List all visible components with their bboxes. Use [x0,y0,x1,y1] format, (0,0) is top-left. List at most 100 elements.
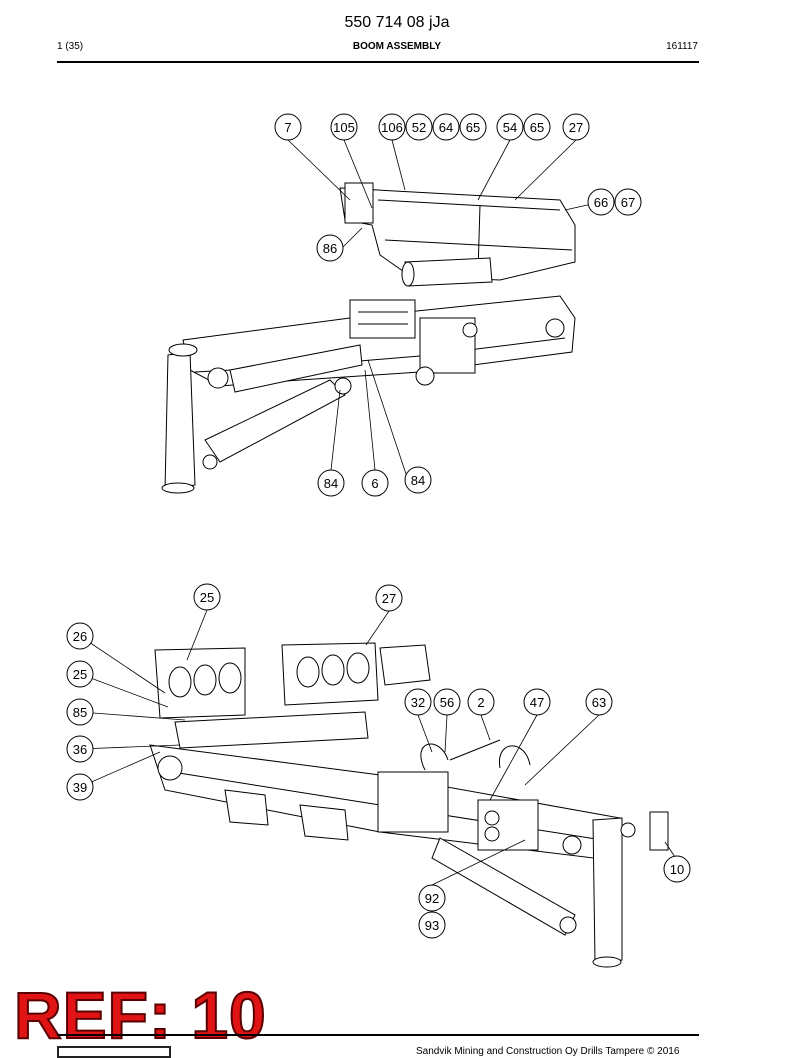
top-pivot-pin [415,366,435,386]
bottom-feed-holder [649,811,669,851]
callout-balloon [66,735,94,763]
bottom-center-bracket [377,771,449,833]
bottom-feed-pivot [620,822,636,838]
callout-label: 7 [284,120,291,135]
callout-balloon [404,466,432,494]
callout-label: 6 [371,476,378,491]
callout-label: 67 [621,195,635,210]
callout-balloon [418,911,446,939]
bottom-tilt-cylinder [174,711,369,749]
callout-balloon [459,113,487,141]
callout-label: 25 [73,667,87,682]
callout-label: 63 [592,695,606,710]
callout-balloon [66,773,94,801]
header-divider [57,61,699,63]
bottom-plate-hole-1 [168,666,192,698]
top-leg-head [168,343,198,357]
bottom-drop-bracket-left [224,789,269,826]
callout-label: 52 [412,120,426,135]
bottom-support-leg [592,817,623,963]
callout-label: 93 [425,918,439,933]
callout-balloon [361,469,389,497]
bottom-plate-hole-2 [193,664,217,696]
callout-label: 27 [382,591,396,606]
bottom-cylinder-foot [559,916,577,934]
callout-balloon [330,113,358,141]
top-tilt-cylinder [404,257,493,287]
callout-label: 10 [670,862,684,877]
bottom-plate-link [477,799,539,851]
leader-lines [79,139,678,886]
callout-balloon [193,583,221,611]
callout-balloon [587,188,615,216]
callout-label: 85 [73,705,87,720]
bottom-plate-hole-6 [346,652,370,684]
callout-label: 64 [439,120,453,135]
callout-balloon [66,660,94,688]
page-number: 1 (35) [57,41,84,52]
callout-balloon [418,884,446,912]
top-cylinder-end [401,261,415,287]
callout-balloon [585,688,613,716]
callout-balloon [432,113,460,141]
callout-labels: 7 105 106 52 64 65 54 65 27 66 67 86 84 … [73,120,684,933]
callout-label: 32 [411,695,425,710]
document-date: 161117 [666,41,698,52]
footer-divider [57,1034,699,1036]
callout-balloon [404,688,432,716]
bottom-plate-hole-3 [218,662,242,694]
callout-balloon [316,234,344,262]
callout-label: 36 [73,742,87,757]
callout-balloon [663,855,691,883]
callout-label: 26 [73,629,87,644]
bottom-plate-hole-5 [321,654,345,686]
callout-label: 54 [503,120,517,135]
top-valve-block [349,299,416,339]
bottom-lower-cylinder [431,837,576,936]
callout-label: 2 [477,695,484,710]
top-support-leg [164,351,196,491]
callout-label: 65 [466,120,480,135]
footer-copyright: Sandvik Mining and Construction Oy Drill… [416,1046,680,1057]
bottom-upper-plate-left [154,647,246,719]
callout-balloon [496,113,524,141]
callout-balloon [378,113,406,141]
bottom-leg-foot [592,956,622,968]
callout-balloon [562,113,590,141]
callout-balloon [317,469,345,497]
callout-label: 66 [594,195,608,210]
top-left-joint [207,367,229,389]
bottom-pin-1 [484,810,500,826]
bottom-left-joint [157,755,183,781]
top-valve-detail [358,311,408,325]
top-right-joint [545,318,565,338]
top-lower-cylinder [204,379,346,463]
page-title: BOOM ASSEMBLY [352,41,442,52]
callout-label: 65 [530,120,544,135]
top-pivot-pin-right [462,322,478,338]
bottom-drop-bracket-right [299,804,349,841]
callout-balloon [375,584,403,612]
callout-label: 84 [324,476,338,491]
top-upper-cylinder [229,344,363,393]
callout-balloon [66,622,94,650]
callout-label: 56 [440,695,454,710]
ref-stamp: REF: 10 [13,978,267,1052]
callout-balloon [274,113,302,141]
callout-label: 25 [200,590,214,605]
bottom-boom-view [149,642,669,968]
callout-balloon [467,688,495,716]
callout-label: 86 [323,241,337,256]
callout-balloon [405,113,433,141]
bottom-end-bracket [379,644,431,686]
bottom-right-joint [562,835,582,855]
top-arm-joint [334,377,352,395]
callout-label: 39 [73,780,87,795]
top-frame-block [344,182,374,224]
callout-balloon [523,113,551,141]
bottom-upper-plate-right [281,642,379,706]
callout-balloon [614,188,642,216]
bottom-pin-2 [484,826,500,842]
callout-balloon [523,688,551,716]
